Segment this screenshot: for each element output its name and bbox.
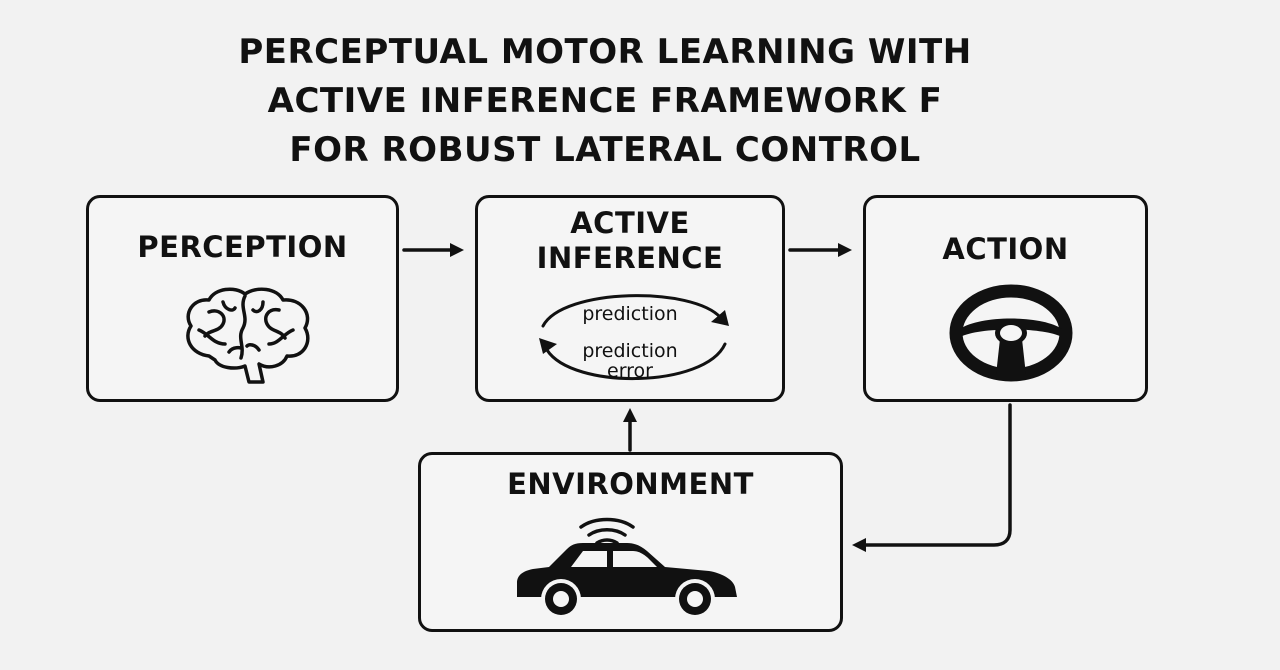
arrowhead-to-inference-from-env xyxy=(623,408,637,422)
environment-node: ENVIRONMENT xyxy=(418,452,843,632)
edge-action-to-environment xyxy=(864,403,1012,547)
arrowhead-to-action xyxy=(838,243,852,257)
title-line-3: FOR ROBUST LATERAL CONTROL xyxy=(289,130,921,170)
action-label: ACTION xyxy=(942,232,1069,266)
diagram-title: PERCEPTUAL MOTOR LEARNING WITH ACTIVE IN… xyxy=(100,28,1110,175)
active-inference-label-line2: INFERENCE xyxy=(536,241,724,275)
action-node: ACTION xyxy=(863,195,1148,402)
brain-icon xyxy=(186,287,310,384)
inference-cycle-arrows xyxy=(539,294,729,380)
active-inference-node: ACTIVE INFERENCE prediction prediction e… xyxy=(475,195,785,402)
wifi-waves-icon xyxy=(579,517,635,545)
steering-wheel-icon xyxy=(949,284,1073,382)
arrowhead-to-environment xyxy=(852,538,866,552)
cycle-prediction-text: prediction xyxy=(582,303,678,325)
active-inference-label-line1: ACTIVE xyxy=(570,206,690,240)
cycle-prediction-error-line1: prediction xyxy=(582,340,678,362)
connected-car-icon xyxy=(517,517,737,619)
cycle-prediction-error-line2: error xyxy=(607,360,653,382)
perception-node: PERCEPTION xyxy=(86,195,399,402)
perception-label: PERCEPTION xyxy=(137,230,348,264)
title-line-2: ACTIVE INFERENCE FRAMEWORK F xyxy=(267,81,943,121)
arrowhead-to-inference xyxy=(450,243,464,257)
environment-label: ENVIRONMENT xyxy=(507,467,754,501)
title-line-1: PERCEPTUAL MOTOR LEARNING WITH xyxy=(238,32,972,72)
